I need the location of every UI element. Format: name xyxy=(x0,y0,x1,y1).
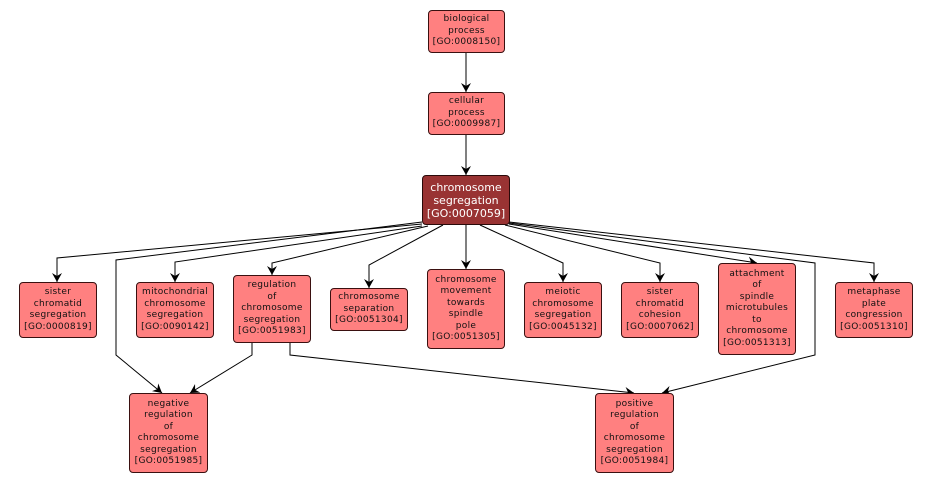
go-term-label-line: segregation xyxy=(29,310,87,320)
go-term-label-line: regulation xyxy=(610,410,659,420)
go-term-label-line: segregation xyxy=(146,310,204,320)
go-term-label-line: spindle xyxy=(448,309,484,319)
go-term-label-line: process xyxy=(448,25,485,36)
go-term-label-line: to xyxy=(752,314,762,325)
go-term-label-line: regulation xyxy=(144,410,193,420)
edge-GO0007059-to-GO0000819 xyxy=(52,223,423,282)
edge-GO0007059-to-GO0051304 xyxy=(364,224,444,288)
go-term-label-line: chromosome xyxy=(532,298,594,309)
go-term-label-line: congression xyxy=(845,310,903,320)
edge-GO0007059-to-GO0051983 xyxy=(267,225,429,275)
go-term-id: [GO:0051984] xyxy=(600,456,669,466)
go-term-label-line: chromatid xyxy=(635,298,685,309)
go-term-label-line: attachment xyxy=(729,268,785,279)
go-term-label-line: negative xyxy=(147,398,190,409)
go-term-label-line: chromosome xyxy=(726,326,788,337)
go-term-label-line: regulation xyxy=(247,280,297,291)
go-term-label-line: separation xyxy=(343,303,395,314)
go-term-label-line: spindle xyxy=(739,291,775,302)
go-term-id: [GO:0051310] xyxy=(840,321,908,332)
edge-GO0007059-to-GO0090142 xyxy=(170,225,423,282)
go-term-label-line: segregation xyxy=(243,314,301,325)
go-term-id: [GO:0051983] xyxy=(238,326,306,337)
go-term-label-line: process xyxy=(448,107,485,118)
go-term-id: [GO:0045132] xyxy=(529,321,597,332)
go-term-label-line: chromosome xyxy=(241,303,303,314)
go-term-label-line: meiotic xyxy=(545,287,581,297)
go-term-id: [GO:0000819] xyxy=(24,321,92,332)
go-term-label-line: chromosome xyxy=(137,433,200,443)
go-term-label-line: of xyxy=(752,280,762,291)
edge-GO0007059-to-GO0007062 xyxy=(504,224,665,282)
edge-GO0007059-to-GO0051310 xyxy=(508,221,879,282)
go-term-label-line: plate xyxy=(861,298,887,309)
go-term-label-line: chromosome xyxy=(338,292,400,303)
go-term-id: [GO:0051304] xyxy=(335,315,403,326)
go-term-label-line: biological xyxy=(443,14,490,25)
go-term-id: [GO:0051313] xyxy=(723,337,791,348)
go-term-label-line: of xyxy=(267,291,277,302)
go-term-id: [GO:0090142] xyxy=(141,321,209,332)
edge-GO0007059-to-GO0051313 xyxy=(508,223,758,267)
go-term-label-line: microtubules xyxy=(725,303,789,314)
go-term-label-line: chromosome xyxy=(430,180,502,194)
go-term-label-line: sister xyxy=(646,287,674,297)
go-term-id: [GO:0051985] xyxy=(134,456,203,466)
go-term-label-line: pole xyxy=(455,320,477,331)
go-term-label-line: chromosome xyxy=(435,274,497,285)
go-term-label-line: of xyxy=(629,421,640,432)
go-term-id: [GO:0051305] xyxy=(432,332,500,342)
go-term-label-line: cohesion xyxy=(638,310,682,320)
go-term-label-line: towards xyxy=(447,297,485,308)
edge-GO0007059-to-GO0051985 xyxy=(115,221,423,394)
go-term-label-line: movement xyxy=(440,286,492,296)
go-term-label-line: segregation xyxy=(140,444,197,455)
edge-GO0051983-to-GO0051985 xyxy=(189,343,253,394)
go-term-label-line: chromatid xyxy=(33,298,83,309)
go-term-label-line: sister xyxy=(44,287,72,297)
go-term-label-line: chromosome xyxy=(603,433,666,443)
edge-GO0051983-to-GO0051984 xyxy=(289,343,635,397)
go-term-label-line: segregation xyxy=(534,310,592,320)
go-term-label-line: positive xyxy=(615,398,654,409)
go-term-label-line: of xyxy=(163,421,174,432)
edge-GO0007059-to-GO0045132 xyxy=(479,224,568,282)
go-term-label-line: segregation xyxy=(433,193,499,207)
go-term-label-line: segregation xyxy=(606,444,663,455)
go-term-id: [GO:0008150] xyxy=(432,37,501,48)
go-term-label-line: cellular xyxy=(448,96,485,107)
go-term-label-line: mitochondrial xyxy=(142,287,208,297)
go-term-id: [GO:0007059] xyxy=(426,206,506,220)
go-term-id: [GO:0009987] xyxy=(432,119,501,130)
go-term-label-line: chromosome xyxy=(144,298,206,309)
go-term-id: [GO:0007062] xyxy=(626,321,694,332)
go-term-label-line: metaphase xyxy=(847,287,901,297)
edge-GO0007059-to-GO0051984 xyxy=(508,222,816,396)
